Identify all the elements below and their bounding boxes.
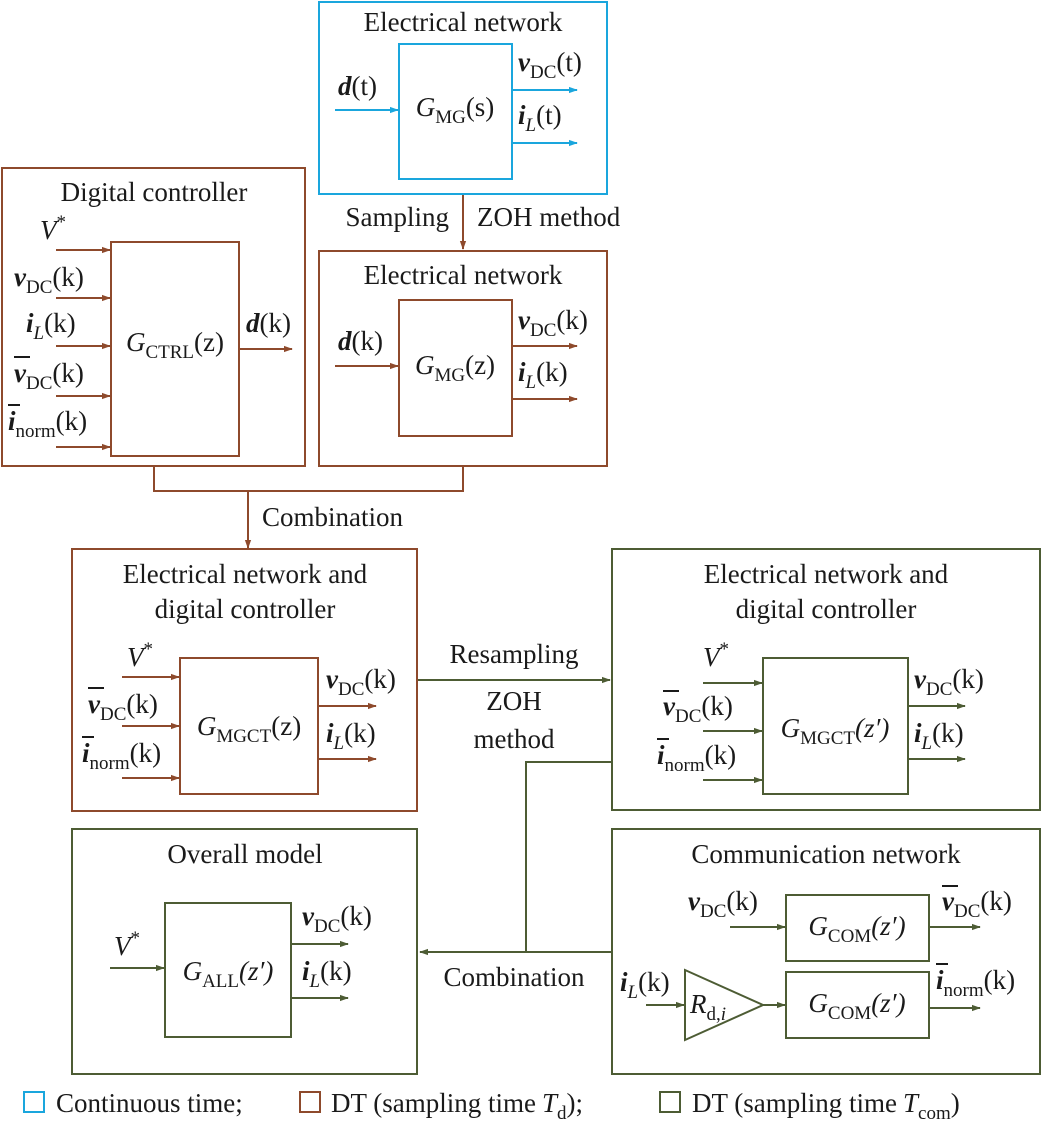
sampling-label: Sampling (345, 202, 449, 232)
zoh-method-label: ZOH method (477, 202, 621, 232)
g-mgct-z-box (179, 657, 319, 795)
ctrl-input-vref-label: V* (40, 212, 66, 245)
mgct-z-input-inorm-bar-text: inorm(k) (82, 738, 161, 774)
overall-input-vref-label: V* (114, 928, 140, 961)
gain-rd-label: Rd,i (689, 989, 726, 1025)
output-vdc-t-label: vDC(t) (518, 47, 582, 83)
dt-network-block: Electrical network GMG(z) d(k) vDC(k) iL… (318, 250, 608, 467)
mgct-zp-output-il-label: iL(k) (914, 718, 964, 754)
output-il-t-label: iL(t) (518, 100, 562, 136)
mgct-z-input-vdc-bar-text: vDC(k) (88, 689, 158, 725)
comm-output-vdc-bar-text: vDC(k) (942, 886, 1012, 922)
mgct-zp-to-combination-connector (525, 761, 612, 952)
g-all-label: GALL(z′) (183, 956, 274, 992)
g-mg-z-label: GMG(z) (415, 350, 495, 386)
overall-output-il-label: iL(k) (302, 956, 352, 992)
mgct-z-input-inorm-bar-label: inorm(k) (82, 736, 161, 774)
comm-output-inorm-bar-label: inorm(k) (936, 963, 1015, 1001)
comm-output-inorm-bar-text: inorm(k) (936, 965, 1015, 1001)
comm-input-il-label: iL(k) (620, 967, 670, 1003)
g-com-label-2: GCOM(z′) (808, 988, 905, 1024)
overall-model-block: Overall model GALL(z′) V* vDC(k) iL(k) (71, 828, 418, 1075)
mgct-z-input-vdc-bar-label: vDC(k) (88, 687, 158, 725)
legend-swatch-dt-tcom (659, 1091, 681, 1113)
g-mgct-zp-label: GMGCT(z′) (781, 713, 890, 749)
legend-swatch-dt-td (299, 1091, 321, 1113)
mgct-zp-input-inorm-bar-text: inorm(k) (657, 740, 736, 776)
combination-label-top: Combination (262, 502, 403, 532)
g-all-box (164, 902, 292, 1038)
mgct-zp-block: Electrical network and digital controlle… (611, 548, 1041, 811)
ctrl-input-vdc-label: vDC(k) (14, 262, 84, 298)
mgct-zp-title-line1: Electrical network and (704, 559, 949, 589)
resampling-label: Resampling (450, 639, 579, 669)
ctrl-input-inorm-bar-text: inorm(k) (8, 406, 87, 442)
dt-network-title: Electrical network (364, 260, 563, 290)
communication-network-block: Communication network vDC(k) GCOM(z′) vD… (611, 828, 1041, 1075)
dt-output-vdc-label: vDC(k) (518, 305, 588, 341)
method-label: method (474, 724, 555, 754)
digital-controller-block: Digital controller GCTRL(z) V* vDC(k) iL… (1, 167, 306, 467)
zoh-label: ZOH (486, 686, 542, 716)
g-mg-s-label: GMG(s) (416, 92, 495, 128)
mgct-z-title-line2: digital controller (155, 594, 336, 624)
dt-input-d-k-label: d(k) (338, 326, 383, 356)
gain-rd-triangle (684, 968, 766, 1042)
combination-bracket (153, 466, 464, 492)
communication-network-frame (611, 828, 1041, 1075)
g-com-box-2 (785, 971, 930, 1039)
ctrl-input-il-label: iL(k) (26, 308, 76, 344)
mgct-z-input-vref-label: V* (127, 639, 153, 672)
ctrl-input-vdc-bar-text: vDC(k) (14, 358, 84, 394)
comm-output-vdc-bar-label: vDC(k) (942, 885, 1012, 922)
g-mgct-z-label: GMGCT(z) (197, 711, 301, 747)
g-mg-z-box (398, 299, 513, 437)
mgct-zp-input-vdc-bar-text: vDC(k) (663, 691, 733, 727)
ctrl-input-vdc-bar-label: vDC(k) (14, 356, 84, 394)
communication-network-title: Communication network (691, 839, 961, 869)
mgct-z-title-line1: Electrical network and (123, 559, 368, 589)
mgct-zp-input-vdc-bar-label: vDC(k) (663, 690, 733, 727)
dt-output-il-label: iL(k) (518, 357, 568, 393)
continuous-network-block: Electrical network GMG(s) d(t) vDC(t) iL… (318, 1, 608, 195)
mgct-z-output-vdc-label: vDC(k) (326, 664, 396, 700)
mgct-zp-frame (611, 548, 1041, 811)
mgct-z-frame (71, 548, 418, 812)
mgct-zp-title-line2: digital controller (736, 594, 917, 624)
g-ctrl-label: GCTRL(z) (126, 327, 224, 363)
mgct-zp-input-vref-label: V* (703, 639, 729, 672)
g-mgct-zp-box (762, 657, 909, 795)
legend-continuous: Continuous time; (56, 1088, 243, 1118)
comm-input-vdc-label: vDC(k) (688, 886, 758, 922)
continuous-network-frame (318, 1, 608, 195)
overall-model-frame (71, 828, 418, 1075)
ctrl-input-inorm-bar-label: inorm(k) (8, 404, 87, 442)
digital-controller-title: Digital controller (61, 177, 248, 207)
mgct-z-block: Electrical network and digital controlle… (71, 548, 418, 812)
g-mg-s-box (398, 43, 513, 180)
mgct-z-output-il-label: iL(k) (326, 718, 376, 754)
legend-swatch-continuous (23, 1091, 45, 1113)
mgct-zp-input-inorm-bar-label: inorm(k) (657, 738, 736, 776)
overall-model-title: Overall model (167, 839, 322, 869)
input-d-t-label: d(t) (338, 71, 377, 101)
continuous-network-title: Electrical network (364, 7, 563, 37)
overall-output-vdc-label: vDC(k) (302, 901, 372, 937)
ctrl-output-d-label: d(k) (246, 308, 291, 338)
combination-label-bottom: Combination (444, 962, 585, 992)
mgct-zp-output-vdc-label: vDC(k) (914, 664, 984, 700)
g-com-label-1: GCOM(z′) (808, 911, 905, 947)
